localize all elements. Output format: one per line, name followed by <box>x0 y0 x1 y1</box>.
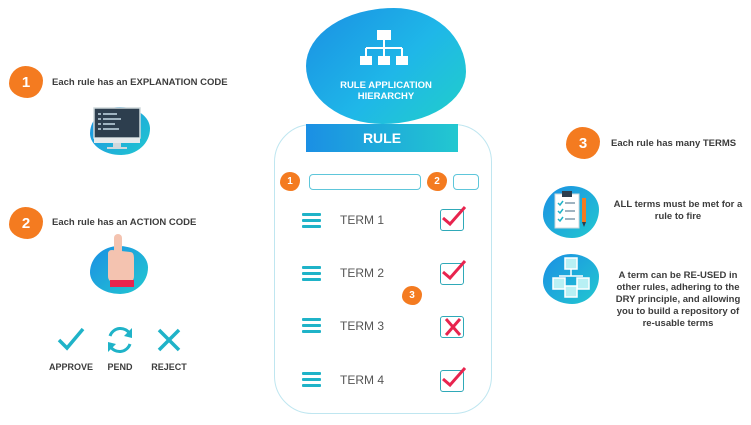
step-3-badge: 3 <box>566 127 600 159</box>
approve-label: APPROVE <box>48 362 93 372</box>
all-terms-note: ALL terms must be met for a rule to fire <box>613 199 743 223</box>
hero-title-line2: HIERARCHY <box>357 91 415 102</box>
note2-line: other rules, adhering to the <box>616 282 740 293</box>
x-mark-icon <box>444 318 462 336</box>
reuse-note: A term can be RE-USED in other rules, ad… <box>611 270 745 330</box>
note1-line1: ALL terms must be met for a <box>613 199 743 210</box>
step-1-badge: 1 <box>9 66 43 98</box>
term-label: TERM 4 <box>340 373 385 387</box>
reject-label: REJECT <box>151 362 187 372</box>
term-checkbox[interactable] <box>440 206 467 231</box>
approve-check-icon <box>57 327 85 351</box>
hero-blob <box>306 8 466 124</box>
term-checkbox[interactable] <box>440 367 467 392</box>
explanation-code-field[interactable] <box>309 174 421 190</box>
checklist-icon <box>554 191 586 229</box>
check-icon <box>442 260 467 281</box>
check-icon <box>442 367 467 388</box>
field-marker-1: 1 <box>280 172 300 191</box>
hierarchy-icon <box>360 30 408 65</box>
reject-x-icon <box>157 328 181 352</box>
note2-line: DRY principle, and allowing <box>615 294 741 305</box>
check-icon <box>442 206 467 227</box>
step-3-text: Each rule has many TERMS <box>611 138 737 149</box>
step-2-text: Each rule has an ACTION CODE <box>52 217 197 228</box>
hero-title: RULE APPLICATION HIERARCHY <box>326 80 446 102</box>
term-checkbox[interactable] <box>440 260 467 285</box>
note2-line: re-usable terms <box>642 318 714 329</box>
hero-title-line1: RULE APPLICATION <box>340 80 432 91</box>
list-lines-icon <box>302 266 321 284</box>
step-2-badge: 2 <box>9 207 43 239</box>
note2-line: you to build a repository of <box>616 306 740 317</box>
rule-header: RULE <box>306 124 458 152</box>
action-code-field[interactable] <box>453 174 479 190</box>
list-lines-icon <box>302 213 321 231</box>
term-checkbox[interactable] <box>440 316 464 338</box>
hand-pointer-icon <box>108 234 134 287</box>
reusable-cubes-icon <box>552 257 590 298</box>
term-marker-3: 3 <box>402 286 422 305</box>
list-lines-icon <box>302 372 321 390</box>
term-label: TERM 3 <box>340 319 385 333</box>
pend-cycle-icon <box>108 327 132 353</box>
pend-label: PEND <box>107 362 133 372</box>
field-marker-2: 2 <box>427 172 447 191</box>
step-1-text: Each rule has an EXPLANATION CODE <box>52 77 228 88</box>
list-lines-icon <box>302 318 321 336</box>
note1-line2: rule to fire <box>654 211 702 222</box>
term-label: TERM 2 <box>340 266 385 280</box>
note2-line: A term can be RE-USED in <box>618 270 738 281</box>
monitor-code-icon <box>93 107 141 149</box>
term-label: TERM 1 <box>340 213 385 227</box>
